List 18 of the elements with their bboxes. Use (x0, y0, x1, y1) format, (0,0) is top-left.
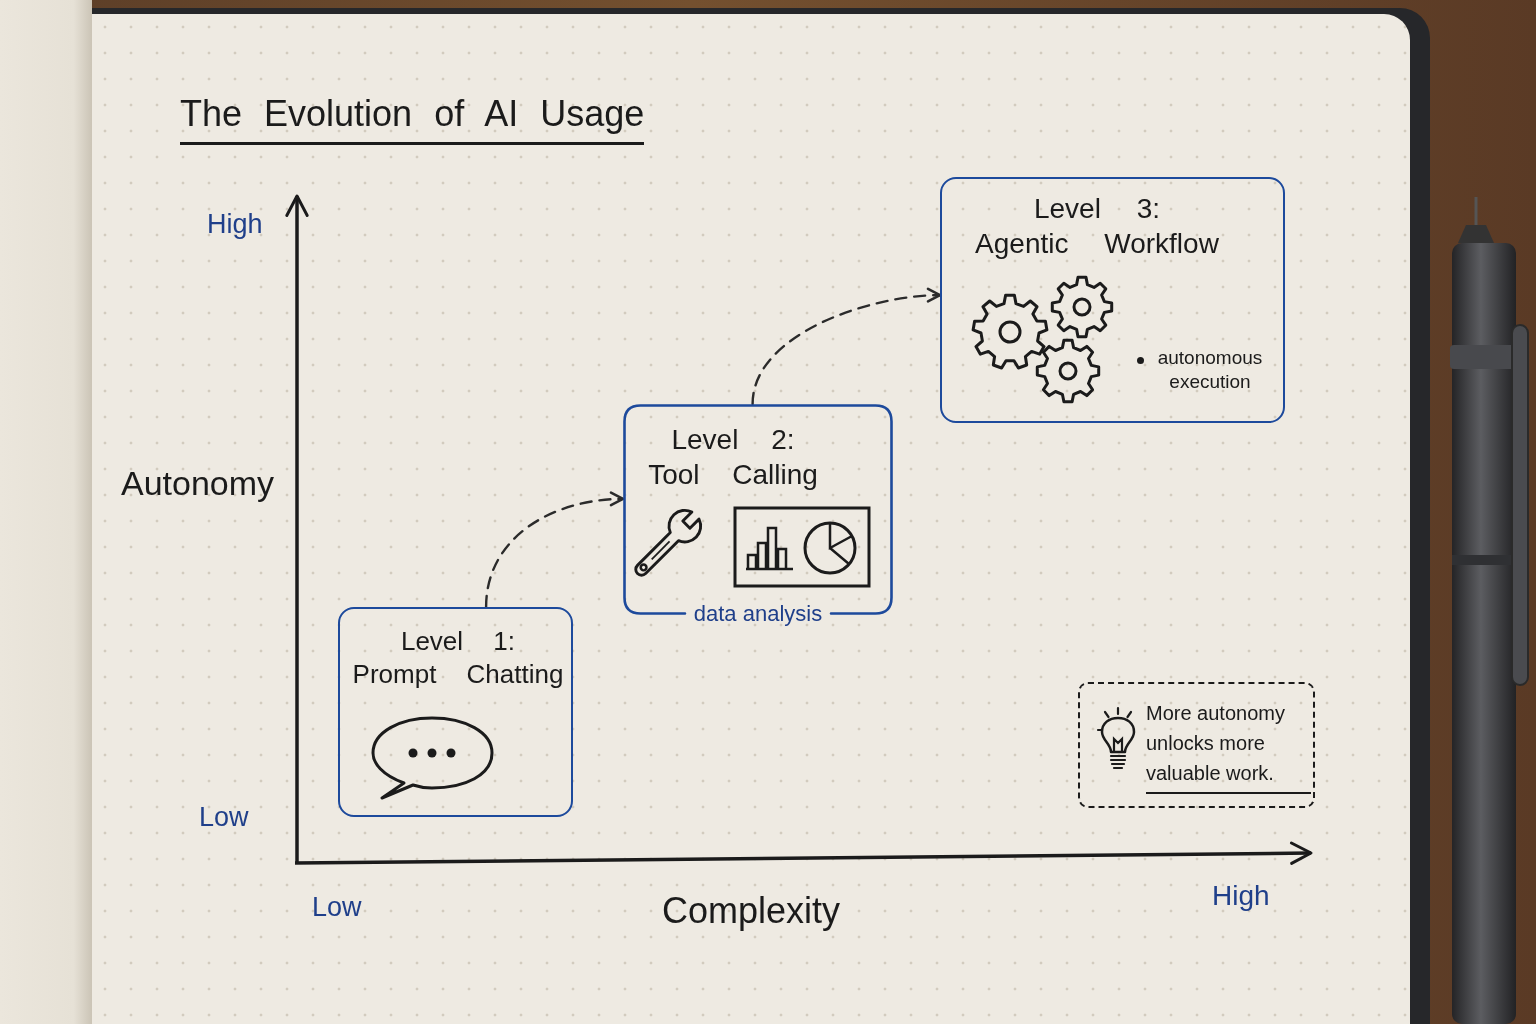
caption-text: data analysis (693, 600, 823, 628)
axis-title: Complexity (662, 889, 841, 933)
level-title: Level 3: Agentic Workflow (974, 192, 1220, 261)
axis-end-label: High (207, 208, 263, 241)
bullet-text: autonomous execution (1156, 346, 1264, 394)
level-box (940, 177, 1285, 423)
level-title: Level 1: Prompt Chatting (351, 625, 565, 690)
axis-end-label: Low (199, 801, 249, 834)
note-text: More autonomy unlocks more valuable work. (1146, 698, 1311, 794)
dashed-arrow (484, 491, 625, 609)
level-box (338, 607, 573, 817)
axis-end-label: High (1212, 879, 1270, 913)
axis-end-label: Low (312, 891, 362, 924)
note-box (1078, 682, 1315, 808)
level-title: Level 2: Tool Calling (647, 423, 819, 492)
dashed-arrow (751, 288, 942, 406)
axis-title: Autonomy (121, 463, 275, 504)
diagram-title: The Evolution of AI Usage (180, 92, 645, 145)
